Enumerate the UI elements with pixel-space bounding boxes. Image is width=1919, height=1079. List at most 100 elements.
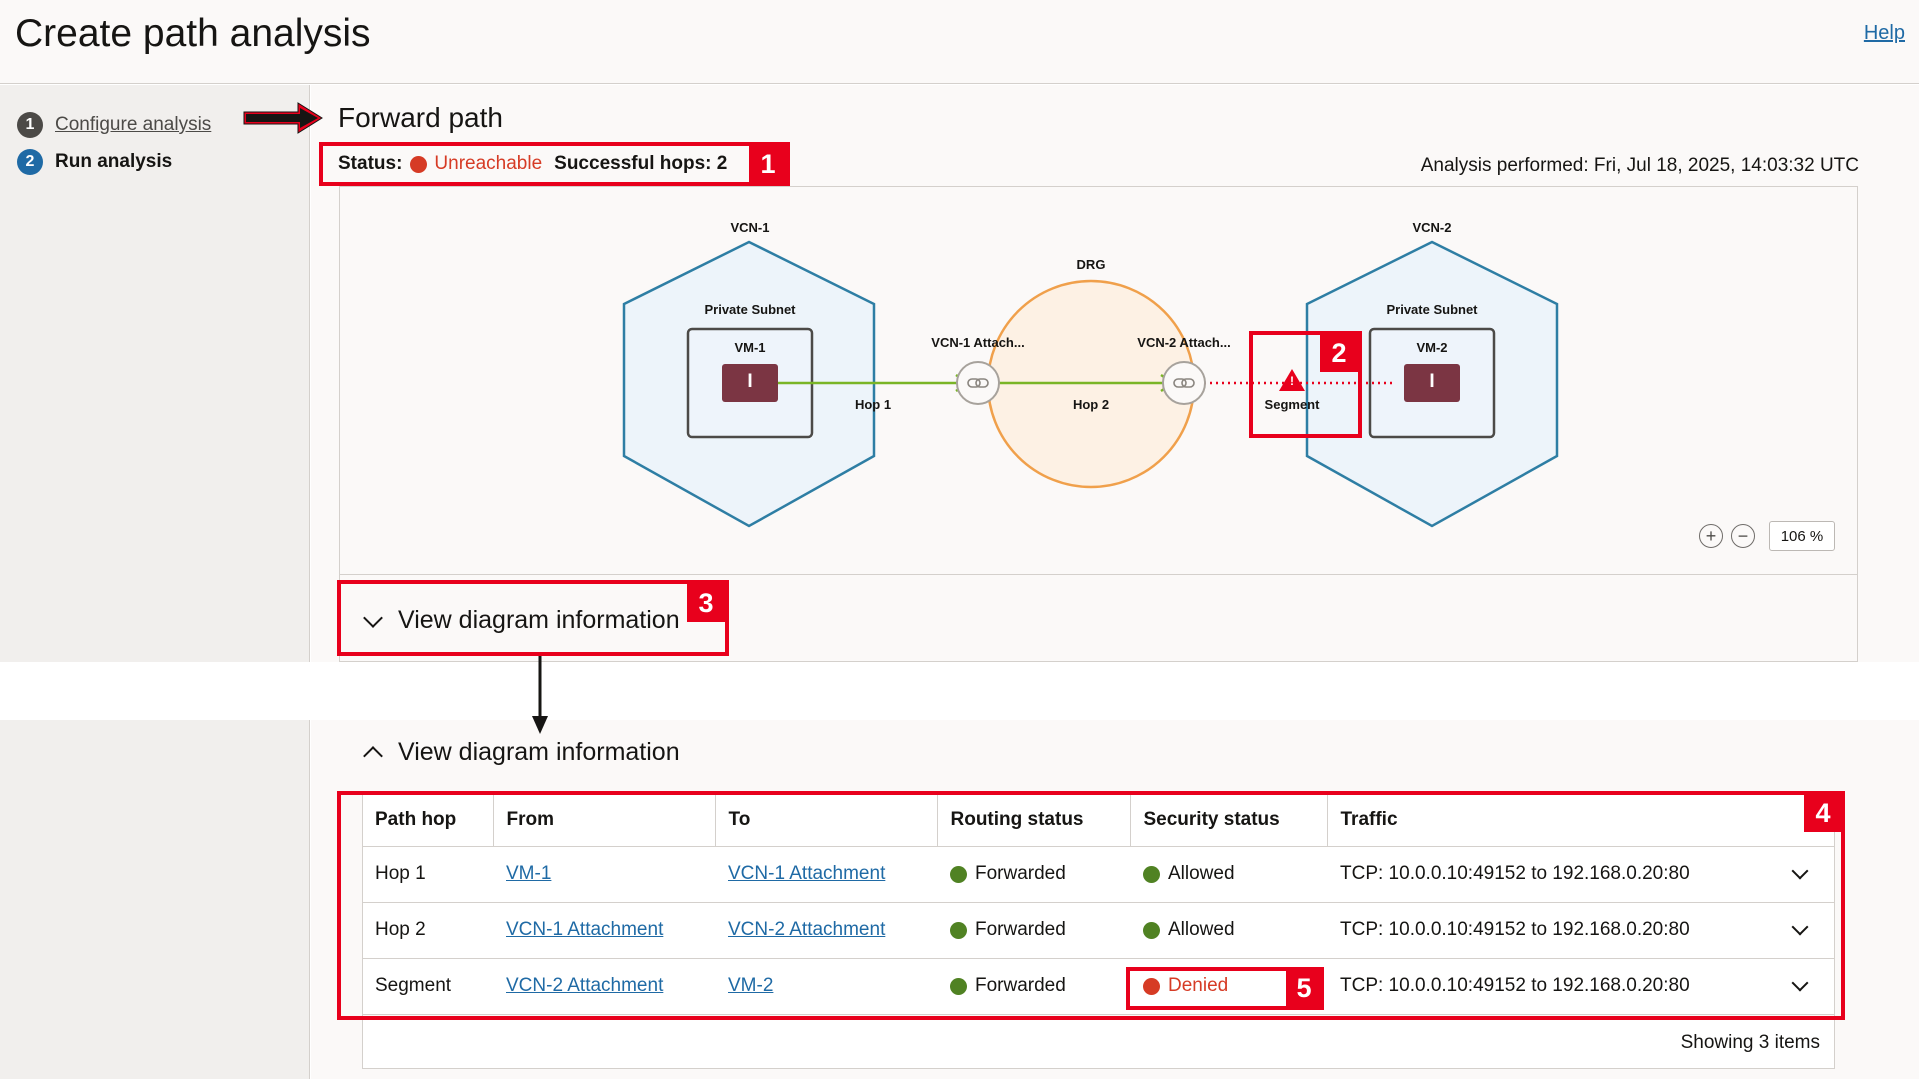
subnet-2-label: Private Subnet [1386, 302, 1478, 317]
column-header-path-hop[interactable]: Path hop [362, 795, 494, 847]
path-hops-table: Path hop From To Routing status Security… [362, 795, 1835, 1015]
traffic-text: TCP: 10.0.0.10:49152 to 192.168.0.20:80 [1340, 863, 1690, 884]
step-configure-analysis[interactable]: 1 Configure analysis [17, 112, 211, 138]
pointer-arrow-icon [243, 102, 323, 134]
from-link[interactable]: VCN-1 Attachment [506, 919, 664, 940]
routing-status: Forwarded [950, 919, 1117, 941]
analysis-timestamp: Analysis performed: Fri, Jul 18, 2025, 1… [1420, 155, 1859, 176]
from-link[interactable]: VCN-2 Attachment [506, 975, 664, 996]
expander-label: View diagram information [398, 738, 680, 766]
attachment-link-icon [967, 378, 1195, 388]
vcn-1-attachment-label: VCN-1 Attach... [931, 335, 1025, 350]
segment-label: Segment [1264, 397, 1320, 412]
annotation-box-3 [337, 580, 729, 656]
successful-hops: Successful hops: 2 [554, 153, 728, 174]
vm-2-glyph: I [1429, 371, 1435, 392]
help-link[interactable]: Help [1863, 22, 1905, 44]
view-diagram-info-toggle-collapsed[interactable]: View diagram information [363, 606, 680, 635]
to-link[interactable]: VCN-2 Attachment [728, 919, 886, 940]
security-status: Denied [1143, 975, 1314, 997]
routing-status: Forwarded [950, 863, 1117, 885]
topology-canvas [622, 240, 1559, 528]
annotation-badge-4: 4 [1804, 794, 1842, 832]
items-count: Showing 3 items [1680, 1032, 1820, 1053]
cell-path-hop: Segment [362, 958, 493, 1015]
zoom-in-icon[interactable]: + [1699, 524, 1723, 548]
routing-status-text: Forwarded [975, 919, 1066, 940]
cell-path-hop: Hop 1 [362, 846, 493, 903]
cell-path-hop: Hop 2 [362, 902, 493, 959]
subnet-1-label: Private Subnet [704, 302, 796, 317]
annotation-badge-3: 3 [687, 584, 725, 622]
vm-1-label: VM-1 [734, 340, 766, 355]
pointer-arrow-down-icon [532, 656, 548, 734]
from-link[interactable]: VM-1 [506, 863, 552, 884]
vm-1-icon [722, 364, 778, 402]
column-header-routing-status[interactable]: Routing status [937, 795, 1131, 847]
annotation-badge-1: 1 [749, 145, 787, 183]
unreachable-status-dot [410, 155, 428, 173]
hop-2-label: Hop 2 [1072, 397, 1110, 412]
chevron-up-icon [363, 745, 383, 766]
annotation-box-1 [319, 142, 790, 186]
table-row: Segment VCN-2 Attachment VM-2 Forwarded … [362, 958, 1835, 1015]
annotation-box-5 [1126, 967, 1324, 1010]
routing-status-text: Forwarded [975, 863, 1066, 884]
status-dot [1143, 977, 1160, 995]
diagram-info-panel-collapsed [339, 575, 1858, 662]
vm-2-icon [1404, 364, 1460, 402]
vm-1-glyph: I [747, 371, 753, 392]
path-diagram[interactable]: VCN-1 VCN-2 DRG Private Subnet Private S… [339, 186, 1858, 575]
security-status: Allowed [1143, 863, 1314, 885]
warning-glyph: ! [1290, 374, 1294, 388]
security-status: Allowed [1143, 919, 1314, 941]
zoom-controls: + − 106 % [1699, 521, 1835, 551]
traffic-text: TCP: 10.0.0.10:49152 to 192.168.0.20:80 [1340, 975, 1690, 996]
table-border-left [362, 795, 363, 1069]
column-header-to[interactable]: To [715, 795, 938, 847]
step-run-analysis: 2 Run analysis [17, 149, 172, 175]
step-number: 1 [17, 112, 43, 138]
expander-label: View diagram information [398, 606, 680, 634]
vcn-1-label: VCN-1 [730, 220, 770, 235]
vcn-2-attachment-node [1162, 361, 1206, 405]
wizard-sidebar [0, 85, 310, 662]
annotation-box-4 [337, 791, 1845, 1020]
status-dot [950, 865, 967, 883]
table-header-row: Path hop From To Routing status Security… [362, 795, 1835, 847]
screenshot-separator [0, 662, 1919, 720]
annotation-box-2 [1249, 331, 1362, 438]
vm-2-label: VM-2 [1416, 340, 1448, 355]
step-label[interactable]: Configure analysis [55, 114, 212, 135]
to-link[interactable]: VCN-1 Attachment [728, 863, 886, 884]
status-dot [950, 921, 967, 939]
routing-status: Forwarded [950, 975, 1117, 997]
forward-path-title: Forward path [338, 102, 503, 133]
drg-label: DRG [1076, 257, 1106, 272]
traffic-text: TCP: 10.0.0.10:49152 to 192.168.0.20:80 [1340, 919, 1690, 940]
page-title: Create path analysis [15, 12, 371, 55]
column-header-from[interactable]: From [493, 795, 716, 847]
column-header-security-status[interactable]: Security status [1130, 795, 1328, 847]
zoom-level-field[interactable]: 106 % [1769, 521, 1835, 551]
vcn-2-label: VCN-2 [1412, 220, 1452, 235]
vcn-2-attachment-label: VCN-2 Attach... [1137, 335, 1231, 350]
annotation-badge-5: 5 [1286, 970, 1322, 1007]
hop-1-label: Hop 1 [854, 397, 892, 412]
table-row: Hop 2 VCN-1 Attachment VCN-2 Attachment … [362, 902, 1835, 959]
status-line: Status: Unreachable Successful hops: 2 [338, 153, 727, 175]
annotation-badge-2: 2 [1320, 334, 1358, 372]
step-number: 2 [17, 149, 43, 175]
table-footer: Showing 3 items [362, 1016, 1835, 1069]
status-dot [950, 977, 967, 995]
status-dot [1143, 921, 1160, 939]
warning-icon [1279, 369, 1305, 391]
view-diagram-info-toggle-expanded[interactable]: View diagram information [363, 738, 680, 767]
status-label: Status: [338, 153, 403, 174]
table-border-right [1834, 795, 1835, 1069]
zoom-out-icon[interactable]: − [1731, 524, 1755, 548]
table-row: Hop 1 VM-1 VCN-1 Attachment Forwarded Al… [362, 846, 1835, 903]
column-header-traffic[interactable]: Traffic [1327, 795, 1835, 847]
to-link[interactable]: VM-2 [728, 975, 774, 996]
routing-status-text: Forwarded [975, 975, 1066, 996]
